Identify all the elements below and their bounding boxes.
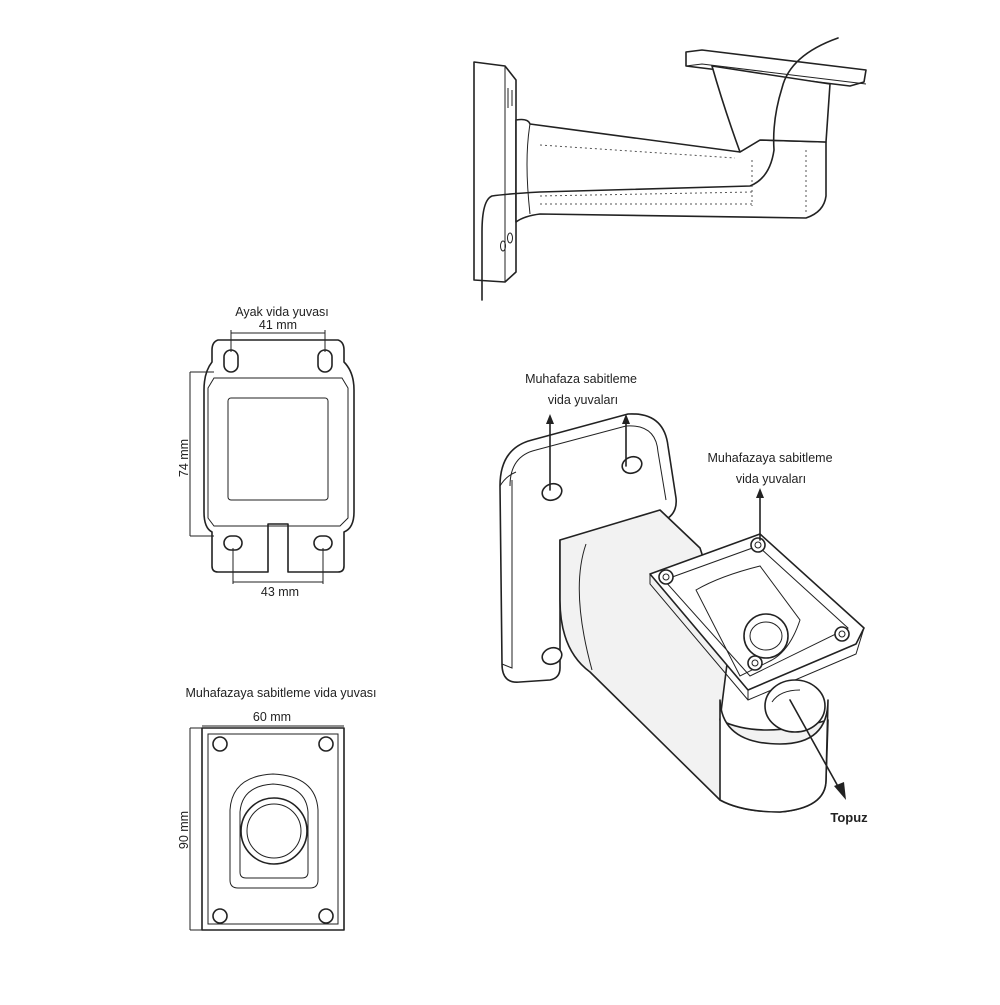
- housing-screw-hole-title: Muhafazaya sabitleme vida yuvası: [185, 686, 376, 700]
- bracket-side-view: [473, 37, 867, 301]
- plate-height-label: 90 mm: [177, 811, 191, 849]
- to-housing-label-line1: Muhafazaya sabitleme: [707, 451, 832, 465]
- mount-plate-view: [189, 725, 345, 931]
- housing-holes-label-line2: vida yuvaları: [548, 393, 618, 407]
- width-top-label: 41 mm: [259, 318, 297, 332]
- knob-label: Topuz: [830, 810, 868, 825]
- foot-screw-hole-label: Ayak vida yuvası: [235, 305, 329, 319]
- bracket-isometric-view: [499, 413, 865, 813]
- to-housing-label-line2: vida yuvaları: [736, 472, 806, 486]
- plate-width-label: 60 mm: [253, 710, 291, 724]
- foot-plate-view: [189, 330, 355, 584]
- width-bottom-label: 43 mm: [261, 585, 299, 599]
- height-foot-label: 74 mm: [177, 439, 191, 477]
- housing-holes-label-line1: Muhafaza sabitleme: [525, 372, 637, 386]
